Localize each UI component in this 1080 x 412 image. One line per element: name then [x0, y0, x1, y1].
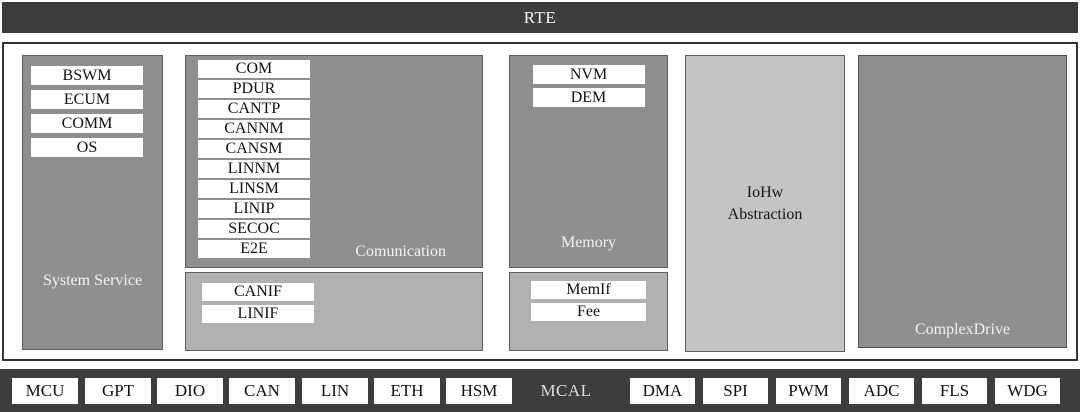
communication-modules: COM PDUR CANTP CANNM CANSM LINNM LINSM L… [186, 56, 482, 258]
system-service-modules: BSWM ECUM COMM OS [23, 56, 162, 157]
module-dma: DMA [630, 378, 695, 404]
rte-label: RTE [523, 7, 557, 27]
module-bswm: BSWM [31, 66, 143, 85]
module-nvm: NVM [532, 65, 645, 84]
module-com: COM [198, 60, 310, 78]
communication-interface-block: CANIF LINIF [185, 272, 483, 351]
iohw-label-line1: IoHw [746, 183, 784, 201]
module-pwm: PWM [776, 378, 841, 404]
complex-drive-label: ComplexDrive [914, 321, 1011, 338]
system-service-block: BSWM ECUM COMM OS System Service [22, 55, 163, 350]
module-hsm: HSM [446, 378, 512, 404]
system-service-label: System Service [42, 272, 143, 289]
module-fee: Fee [531, 303, 646, 321]
module-spi: SPI [703, 378, 768, 404]
memory-block: NVM DEM Memory [509, 55, 668, 268]
module-os: OS [31, 138, 143, 157]
module-ecum: ECUM [31, 90, 143, 109]
module-can: CAN [229, 378, 295, 404]
communication-interface-modules: CANIF LINIF [186, 273, 482, 323]
communication-block: COM PDUR CANTP CANNM CANSM LINNM LINSM L… [185, 55, 483, 268]
module-comm: COMM [31, 114, 143, 133]
mcal-layer-bar: MCU GPT DIO CAN LIN ETH HSM MCAL DMA SPI… [0, 369, 1080, 412]
module-wdg: WDG [995, 378, 1060, 404]
module-gpt: GPT [85, 378, 151, 404]
iohw-label-line2: Abstraction [727, 205, 803, 223]
iohw-abstraction-block: IoHw Abstraction [685, 55, 845, 352]
module-adc: ADC [849, 378, 914, 404]
module-linsm: LINSM [198, 180, 310, 198]
module-linnm: LINNM [198, 160, 310, 178]
communication-label: Comunication [355, 243, 446, 260]
complex-drive-block: ComplexDrive [858, 55, 1067, 348]
module-linif: LINIF [202, 305, 314, 323]
mcal-label: MCAL [540, 380, 592, 400]
memory-modules: NVM DEM [510, 56, 667, 107]
memory-interface-modules: MemIf Fee [510, 273, 667, 321]
module-canif: CANIF [202, 283, 314, 301]
module-cantp: CANTP [198, 100, 310, 118]
memory-interface-block: MemIf Fee [509, 272, 668, 351]
iohw-abstraction-label: IoHw Abstraction [686, 56, 844, 351]
module-dem: DEM [532, 88, 645, 107]
module-pdur: PDUR [198, 80, 310, 98]
bsw-main-area: BSWM ECUM COMM OS System Service COM PDU… [2, 42, 1078, 361]
module-cansm: CANSM [198, 140, 310, 158]
module-memif: MemIf [531, 281, 646, 299]
module-linip: LINIP [198, 200, 310, 218]
module-fls: FLS [922, 378, 987, 404]
module-eth: ETH [374, 378, 440, 404]
module-dio: DIO [157, 378, 223, 404]
module-cannm: CANNM [198, 120, 310, 138]
module-lin: LIN [302, 378, 368, 404]
memory-label: Memory [560, 234, 617, 251]
module-e2e: E2E [198, 240, 310, 258]
rte-layer-bar: RTE [2, 2, 1078, 33]
module-mcu: MCU [12, 378, 78, 404]
module-secoc: SECOC [198, 220, 310, 238]
